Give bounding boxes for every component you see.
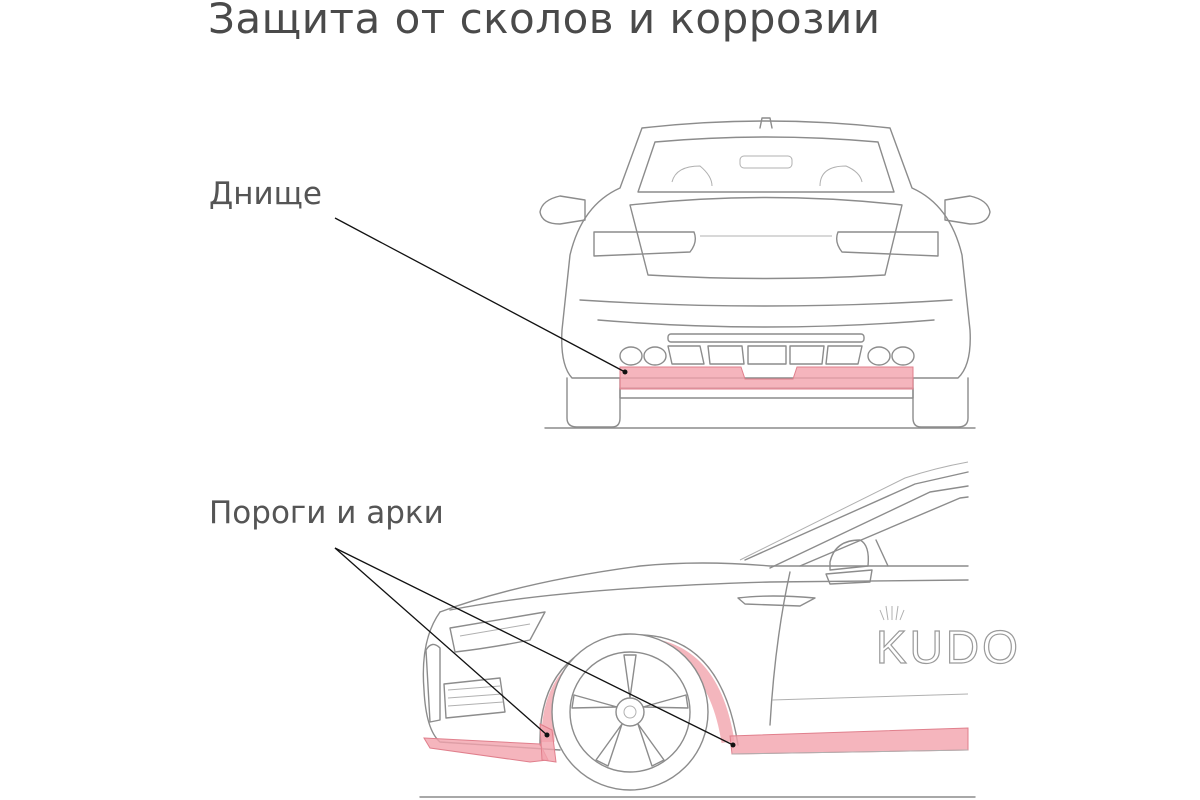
arch-leader-dot <box>544 732 550 738</box>
side-vent <box>737 595 816 607</box>
crown-icon <box>879 605 905 621</box>
trunk-lid <box>629 196 903 280</box>
wheel-center-cap <box>623 705 637 719</box>
exhaust-r1 <box>867 346 891 366</box>
underbody-leader <box>334 217 626 373</box>
mirror-left <box>539 195 586 225</box>
front-intake <box>443 677 506 719</box>
car-rear-view <box>539 117 991 429</box>
headlight-drl <box>459 623 531 637</box>
label-sills-arches: Пороги и арки <box>209 495 444 531</box>
door-line <box>769 571 791 726</box>
brand-logo-text: KUDO <box>876 621 1021 673</box>
diffuser-top <box>667 333 865 343</box>
bumper-line <box>579 299 953 307</box>
shoulder-line <box>449 579 969 611</box>
rear-seat-right <box>819 165 863 187</box>
roof-outer <box>739 461 969 561</box>
side-window-top <box>799 496 969 567</box>
exhaust-l2 <box>643 346 667 366</box>
arch-flap-highlight <box>539 723 557 763</box>
diffuser-fins <box>667 345 863 365</box>
exhaust-l1 <box>619 346 643 366</box>
front-tire <box>551 633 709 791</box>
mirror-right <box>944 195 991 225</box>
rear-wheel-left <box>566 377 621 428</box>
underbody-leader-dot <box>622 369 628 375</box>
car-side-view: KUDO <box>419 461 1021 798</box>
wheel-spokes <box>571 654 689 767</box>
sill-leader-dot <box>730 742 736 748</box>
sill-highlight <box>729 727 969 755</box>
taillight-left <box>593 231 697 257</box>
sill-bottom-line <box>731 749 969 755</box>
grille <box>425 643 441 723</box>
antenna <box>759 117 773 129</box>
sill-leader <box>334 547 734 746</box>
headlight <box>449 611 546 653</box>
a-pillar <box>769 485 969 569</box>
bumper-line-2 <box>597 319 935 328</box>
rear-window <box>637 136 895 193</box>
arch-leader <box>334 547 548 736</box>
rear-seat-left <box>671 165 713 187</box>
windshield-edge <box>744 471 969 561</box>
page-title: Защита от сколов и коррозии <box>208 0 881 43</box>
brand-logo: KUDO <box>875 605 1021 674</box>
front-bumper <box>422 611 561 751</box>
label-underbody: Днище <box>209 176 322 212</box>
side-mirror <box>829 539 870 571</box>
rear-body-outline <box>561 120 971 379</box>
front-lower-highlight <box>423 737 549 763</box>
exhaust-r2 <box>891 346 915 366</box>
rear-wheel-right <box>912 377 969 428</box>
taillight-right <box>835 231 939 257</box>
underbody-highlight <box>619 366 914 390</box>
hood-line <box>439 562 969 613</box>
door-crease <box>771 693 969 701</box>
mirror-base <box>825 569 873 585</box>
window-divider <box>875 539 889 567</box>
front-rim <box>569 651 691 773</box>
rear-mirror-inner <box>739 155 793 169</box>
